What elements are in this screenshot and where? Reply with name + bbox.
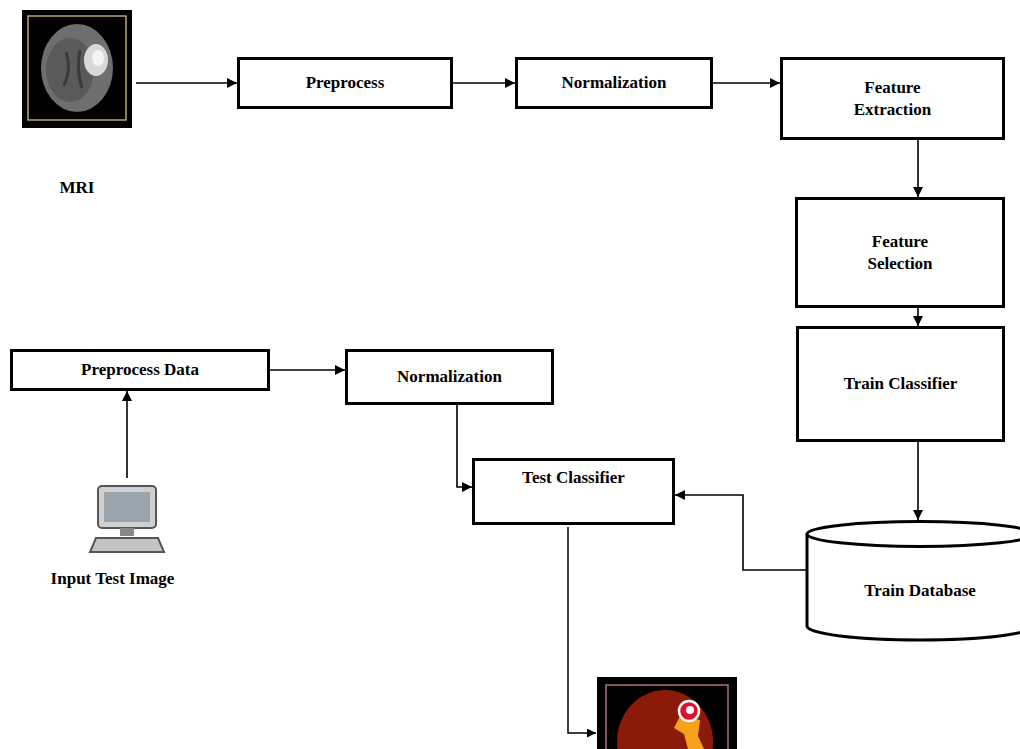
mri-image: [22, 10, 132, 128]
node-label: Normalization: [397, 366, 502, 387]
flow-arrow: [675, 495, 807, 570]
node-label: Train Database: [864, 580, 976, 601]
flow-arrow: [126, 391, 128, 478]
process-box: Preprocess: [237, 57, 453, 109]
flow-arrow: [917, 442, 919, 520]
image-border: [28, 16, 126, 120]
ventricle: [64, 50, 82, 88]
cylinder-outline: [805, 520, 1020, 642]
node-label: MRI: [60, 177, 95, 198]
tumor-core: [92, 50, 104, 66]
node-label: Feature Extraction: [838, 77, 948, 120]
flow-arrow: [713, 82, 780, 84]
process-box: Normalization: [515, 57, 713, 109]
node-label: Normalization: [562, 72, 667, 93]
process-box: Feature Selection: [795, 197, 1005, 308]
node-label: Feature Selection: [845, 231, 955, 274]
flow-arrow: [457, 405, 472, 487]
brain-scan: [41, 24, 113, 112]
database-cylinder: Train Database: [805, 520, 1020, 642]
process-box: Normalization: [345, 349, 554, 405]
node-label: Test Classifier: [522, 467, 625, 488]
keyboard: [90, 538, 164, 552]
flow-arrow: [270, 369, 345, 371]
computer-input: Input Test Image: [0, 478, 225, 593]
output-arrow: [568, 527, 596, 733]
cylinder-body: [807, 534, 1020, 640]
tumor-region: [679, 701, 699, 721]
node-label: Preprocess Data: [81, 359, 199, 380]
flow-arrow: [917, 308, 919, 326]
segmentation-image: [597, 677, 737, 749]
flow-arrow: [453, 82, 515, 84]
image-input: MRI: [18, 8, 136, 202]
screen: [104, 492, 150, 522]
cylinder-top: [807, 522, 1020, 547]
image-frame: [22, 10, 132, 128]
flow-arrow: [136, 82, 237, 84]
process-box: Feature Extraction: [780, 57, 1005, 140]
computer-icon: [90, 486, 164, 552]
tumor-core: [686, 706, 694, 714]
monitor-stand: [120, 528, 134, 536]
process-box: Test Classifier: [472, 458, 675, 525]
process-box: Preprocess Data: [10, 349, 270, 391]
flow-arrow: [917, 140, 919, 197]
node-label: Train Classifier: [844, 373, 957, 394]
tumor-spot: [84, 44, 108, 76]
monitor: [98, 486, 156, 528]
brain-region: [617, 690, 713, 749]
node-label: Preprocess: [306, 72, 385, 93]
process-box: Train Classifier: [796, 326, 1005, 442]
node-label: Input Test Image: [51, 568, 175, 589]
